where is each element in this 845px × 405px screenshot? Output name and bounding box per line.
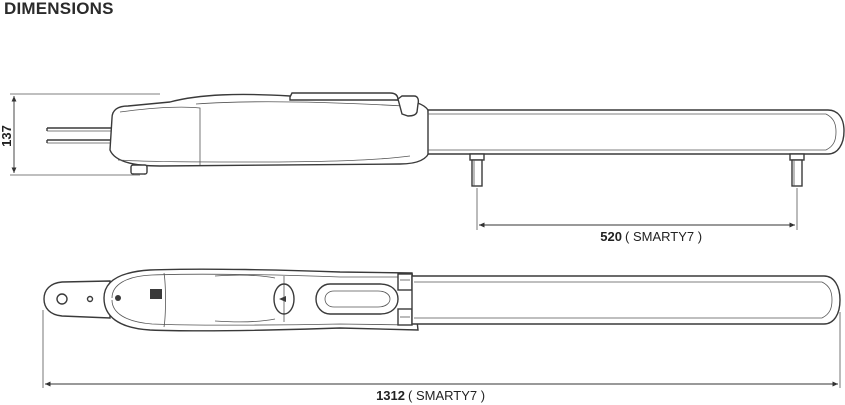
side-view: 137 520 ( SMARTY7 ) [0,92,845,244]
side-top-cap [289,92,399,101]
top-view: 1312 ( SMARTY7 ) [42,268,841,403]
release-lock-knob [273,283,295,315]
overall-length-dimension: 1312 ( SMARTY7 ) [42,310,841,403]
height-dimension: 137 [0,93,160,176]
page-title: DIMENSIONS [4,0,114,18]
side-release-knob [397,95,420,117]
top-motor-housing [103,268,419,332]
side-bracket-rods [46,127,112,144]
top-bracket-plate [43,280,111,319]
post-spacing-note: ( SMARTY7 ) [625,229,702,244]
side-post-right [789,153,805,187]
top-arm-tube [411,275,841,325]
overall-length-note: ( SMARTY7 ) [408,388,485,403]
post-spacing-dimension: 520 ( SMARTY7 ) [476,188,798,244]
side-foot [130,164,148,175]
post-spacing-value: 520 [600,229,622,244]
top-logo-plate [150,289,162,299]
height-value: 137 [0,125,14,147]
top-release-slot [315,283,399,315]
bracket-hole-small [86,295,94,303]
side-arm-tube [427,109,845,155]
side-post-left [469,153,485,187]
top-screw [115,295,121,301]
bracket-hole-large [56,293,68,305]
top-arm-bracket-upper [397,273,413,291]
overall-length-value: 1312 [376,388,405,403]
